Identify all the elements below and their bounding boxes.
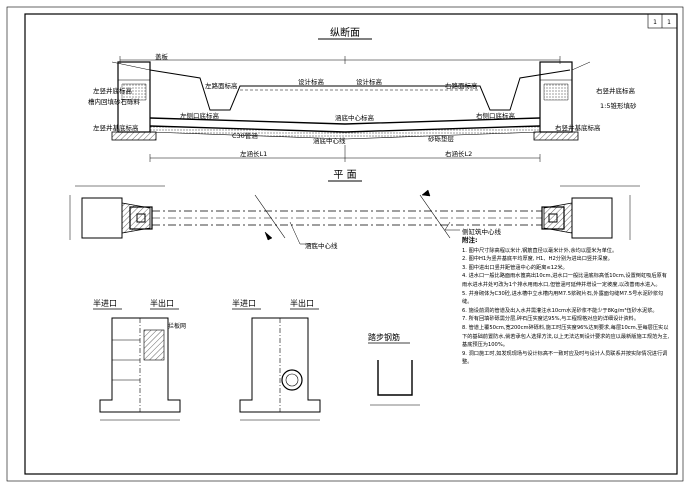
label-design-elev-2: 设计标高 (356, 77, 383, 86)
notes-title: 附注: (462, 236, 478, 244)
note-item: 7. 所有回填砂砾需分层,碎石压实度达95%,与工程规格对应的详细设计资料。 (462, 316, 640, 323)
profile-view: 纵断面 (111, 26, 591, 162)
label-right-road-elev: 右路面标高 (445, 81, 478, 90)
page-no: 1 (653, 19, 657, 26)
note-item: 9. 洞口施工时,如发现现场与设计标高不一致时应及时与设计人员联系并按实际情况进… (462, 350, 668, 366)
label-right-inlet-bottom: 右侧口底标高 (476, 111, 516, 120)
detail2-half-outlet: 半出口 (290, 298, 314, 308)
profile-title: 纵断面 (330, 26, 360, 39)
label-well-backfill: 槽内回填砂石砾料 (88, 97, 141, 106)
label-right-well-bottom: 右竖井底标高 (596, 86, 636, 95)
label-left-well-bottom: 左竖井底标高 (93, 86, 133, 95)
outer-frame (6, 6, 684, 482)
profile-labels: 盖板 左路面标高 设计标高 设计标高 右路面标高 左竖井底标高 槽内回填砂石砾料… (88, 52, 637, 158)
note-item: 4. 进水口一般比路面雨水篦高出10cm,进水口一般比涵底标高低10cm,设置倒… (462, 273, 667, 288)
label-cover-plate: 盖板 (155, 52, 169, 61)
detail1-half-outlet: 半出口 (150, 298, 174, 308)
note-item: 1. 图中尺寸除高程以米计,钢筋直径以毫米计外,余均以厘米为单位。 (462, 247, 618, 254)
note-item: 2. 图中H1为竖井基底平均厚度, H1、H2分别为进出口竖井深度。 (462, 256, 613, 263)
label-left-length: 左涵长L1 (240, 149, 267, 158)
inner-frame (24, 13, 678, 475)
plan-view: 平 面 (69, 170, 640, 245)
plan-labels: 涵底中心线 侧缸筑中心线 (305, 227, 502, 250)
note-item: 3. 图中进出口竖井距管涵中心的距离≤12米。 (462, 264, 568, 271)
page-number-box: 1 1 (647, 13, 678, 29)
plan-title: 平 面 (333, 170, 356, 181)
detail1-half-inlet: 半进口 (93, 298, 117, 308)
label-road-centerline: 侧缸筑中心线 (462, 227, 502, 236)
detail-views: 半进口 半出口 拦板网 半进口 半出口 踏步钢筋 (93, 298, 420, 421)
label-design-elev: 设计标高 (298, 77, 325, 86)
step-rebar-title: 踏步钢筋 (368, 332, 400, 342)
detail2-half-inlet: 半进口 (232, 298, 256, 308)
label-pipe-center-elev: 涵底中心标高 (335, 113, 375, 122)
label-sand-gravel: 砂砾垫层 (428, 134, 455, 143)
label-left-inlet-bottom: 左侧口底标高 (180, 111, 220, 120)
notes-panel: 附注: 1. 图中尺寸除高程以米计,钢筋直径以毫米计外,余均以厘米为单位。 2.… (462, 236, 672, 367)
page-total: 1 (667, 19, 671, 26)
note-item: 6. 施设前洞的管道及出入水井需灌注水10cm水泥砂浆不能少于8Kg/m³伍砂水… (462, 307, 658, 314)
label-culvert-centerline: 涵底中心线 (305, 241, 338, 250)
note-item: 8. 管道上覆50cm,宽200cm碎砾料,施工时压实度96%达到要求,每层10… (462, 324, 670, 349)
label-culvert-axis: 涵底中心线 (313, 136, 346, 145)
label-left-base-elev: 左竖井基底标高 (93, 123, 139, 132)
label-railing: 拦板网 (168, 322, 186, 330)
note-item: 5. 井身砌体为C30砼,进水槽中立水槽内用M7.5浆砌片石,外露面勾缝M7.5… (462, 290, 664, 306)
label-right-length: 右涵长L2 (445, 149, 472, 158)
label-c30-pipe: C30管涵 (232, 131, 258, 140)
label-right-base-elev: 右竖井基底标高 (555, 123, 601, 132)
label-slope: 1:5锥形填砂 (600, 101, 637, 110)
label-left-road-elev: 左路面标高 (205, 81, 238, 90)
